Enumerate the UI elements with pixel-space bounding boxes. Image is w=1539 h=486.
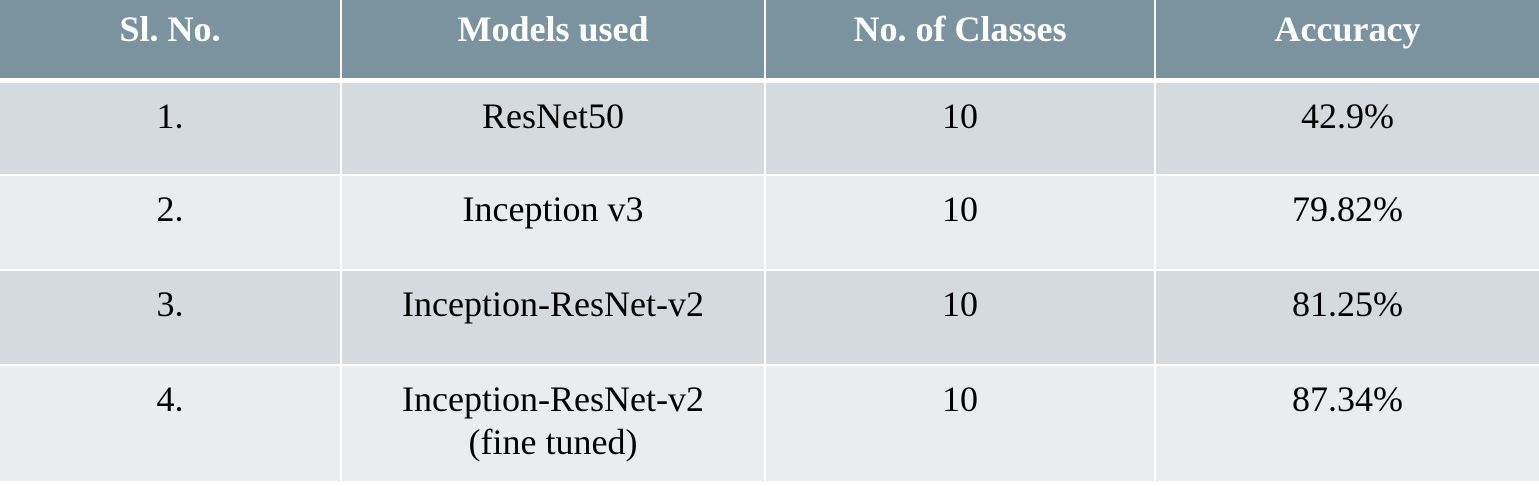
- table-row: 3. Inception-ResNet-v2 10 81.25%: [0, 270, 1539, 366]
- model-note-line: (fine tuned): [468, 422, 638, 463]
- table-row: 1. ResNet50 10 42.9%: [0, 80, 1539, 176]
- cell-model: Inception-ResNet-v2: [341, 270, 766, 366]
- cell-model: Inception-ResNet-v2 (fine tuned): [341, 365, 766, 483]
- cell-sl-no: 3.: [0, 270, 342, 366]
- cell-accuracy: 81.25%: [1155, 270, 1539, 366]
- header-row: Sl. No. Models used No. of Classes Accur…: [0, 0, 1539, 83]
- model-name-line: Inception-ResNet-v2: [402, 284, 704, 324]
- cell-classes: 10: [765, 270, 1156, 366]
- table-header: Sl. No. Models used No. of Classes Accur…: [0, 0, 1539, 83]
- cell-classes: 10: [765, 365, 1156, 483]
- header-accuracy: Accuracy: [1155, 0, 1539, 83]
- cell-classes: 10: [765, 175, 1156, 271]
- cell-sl-no: 4.: [0, 365, 342, 483]
- cell-accuracy: 42.9%: [1155, 80, 1539, 176]
- model-name-line: ResNet50: [482, 95, 624, 136]
- cell-model: ResNet50: [341, 80, 766, 176]
- table-body: 1. ResNet50 10 42.9% 2. Inception v3 10 …: [0, 80, 1539, 483]
- cell-accuracy: 79.82%: [1155, 175, 1539, 271]
- cell-model: Inception v3: [341, 175, 766, 271]
- cell-sl-no: 2.: [0, 175, 342, 271]
- model-name-line: Inception v3: [462, 189, 644, 229]
- header-sl-no: Sl. No.: [0, 0, 342, 83]
- model-name-line: Inception-ResNet-v2: [402, 379, 704, 419]
- cell-accuracy: 87.34%: [1155, 365, 1539, 483]
- header-models-used: Models used: [341, 0, 766, 83]
- cell-classes: 10: [765, 80, 1156, 176]
- table-row: 2. Inception v3 10 79.82%: [0, 175, 1539, 271]
- cell-sl-no: 1.: [0, 80, 342, 176]
- table-row: 4. Inception-ResNet-v2 (fine tuned) 10 8…: [0, 365, 1539, 483]
- header-no-of-classes: No. of Classes: [765, 0, 1156, 83]
